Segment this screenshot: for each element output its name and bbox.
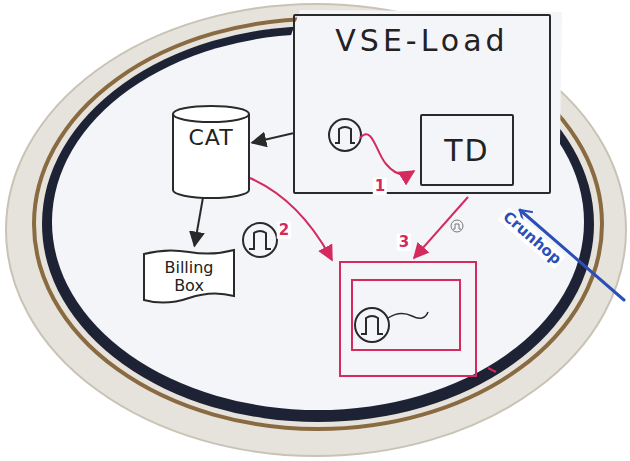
flow-arrow (360, 134, 414, 174)
wire (388, 312, 428, 318)
pulse-symbol (451, 220, 463, 232)
system-box: VSE-LoadTD (293, 14, 551, 194)
flow-arrow (250, 178, 332, 260)
shape-outline (144, 250, 234, 303)
pulse-symbol (355, 308, 389, 342)
paper (290, 10, 562, 330)
process-box: TD (420, 114, 514, 186)
node-label: TD (444, 134, 489, 167)
coaster (6, 4, 626, 456)
document-shape: Billing Box (143, 248, 235, 306)
flow-arrow (414, 197, 468, 258)
text-group: Billing Box (143, 259, 235, 294)
pen-line (520, 210, 624, 300)
node-label: CAT (188, 126, 233, 150)
cylinder-outline (172, 106, 250, 198)
flow-arrow (252, 133, 293, 142)
shape-outline (173, 114, 249, 198)
text-group: CAT (172, 126, 250, 150)
pulse-symbol (243, 223, 277, 257)
text-group: VSE-Load (295, 24, 549, 57)
node-label: VSE-Load (335, 24, 508, 57)
target-box (340, 262, 476, 376)
target-box-inner (352, 280, 460, 350)
callout-number: 2 (277, 222, 291, 239)
flow-arrow (194, 198, 202, 246)
text-group: TD (422, 134, 512, 167)
pulse-symbol (329, 119, 361, 151)
shape-outline (173, 106, 249, 122)
pen-mark (488, 368, 496, 372)
callout-number: 1 (373, 178, 387, 195)
callout-number: 3 (397, 234, 411, 251)
node-label: Billing Box (157, 259, 221, 294)
database-cylinder: CAT (172, 106, 250, 198)
